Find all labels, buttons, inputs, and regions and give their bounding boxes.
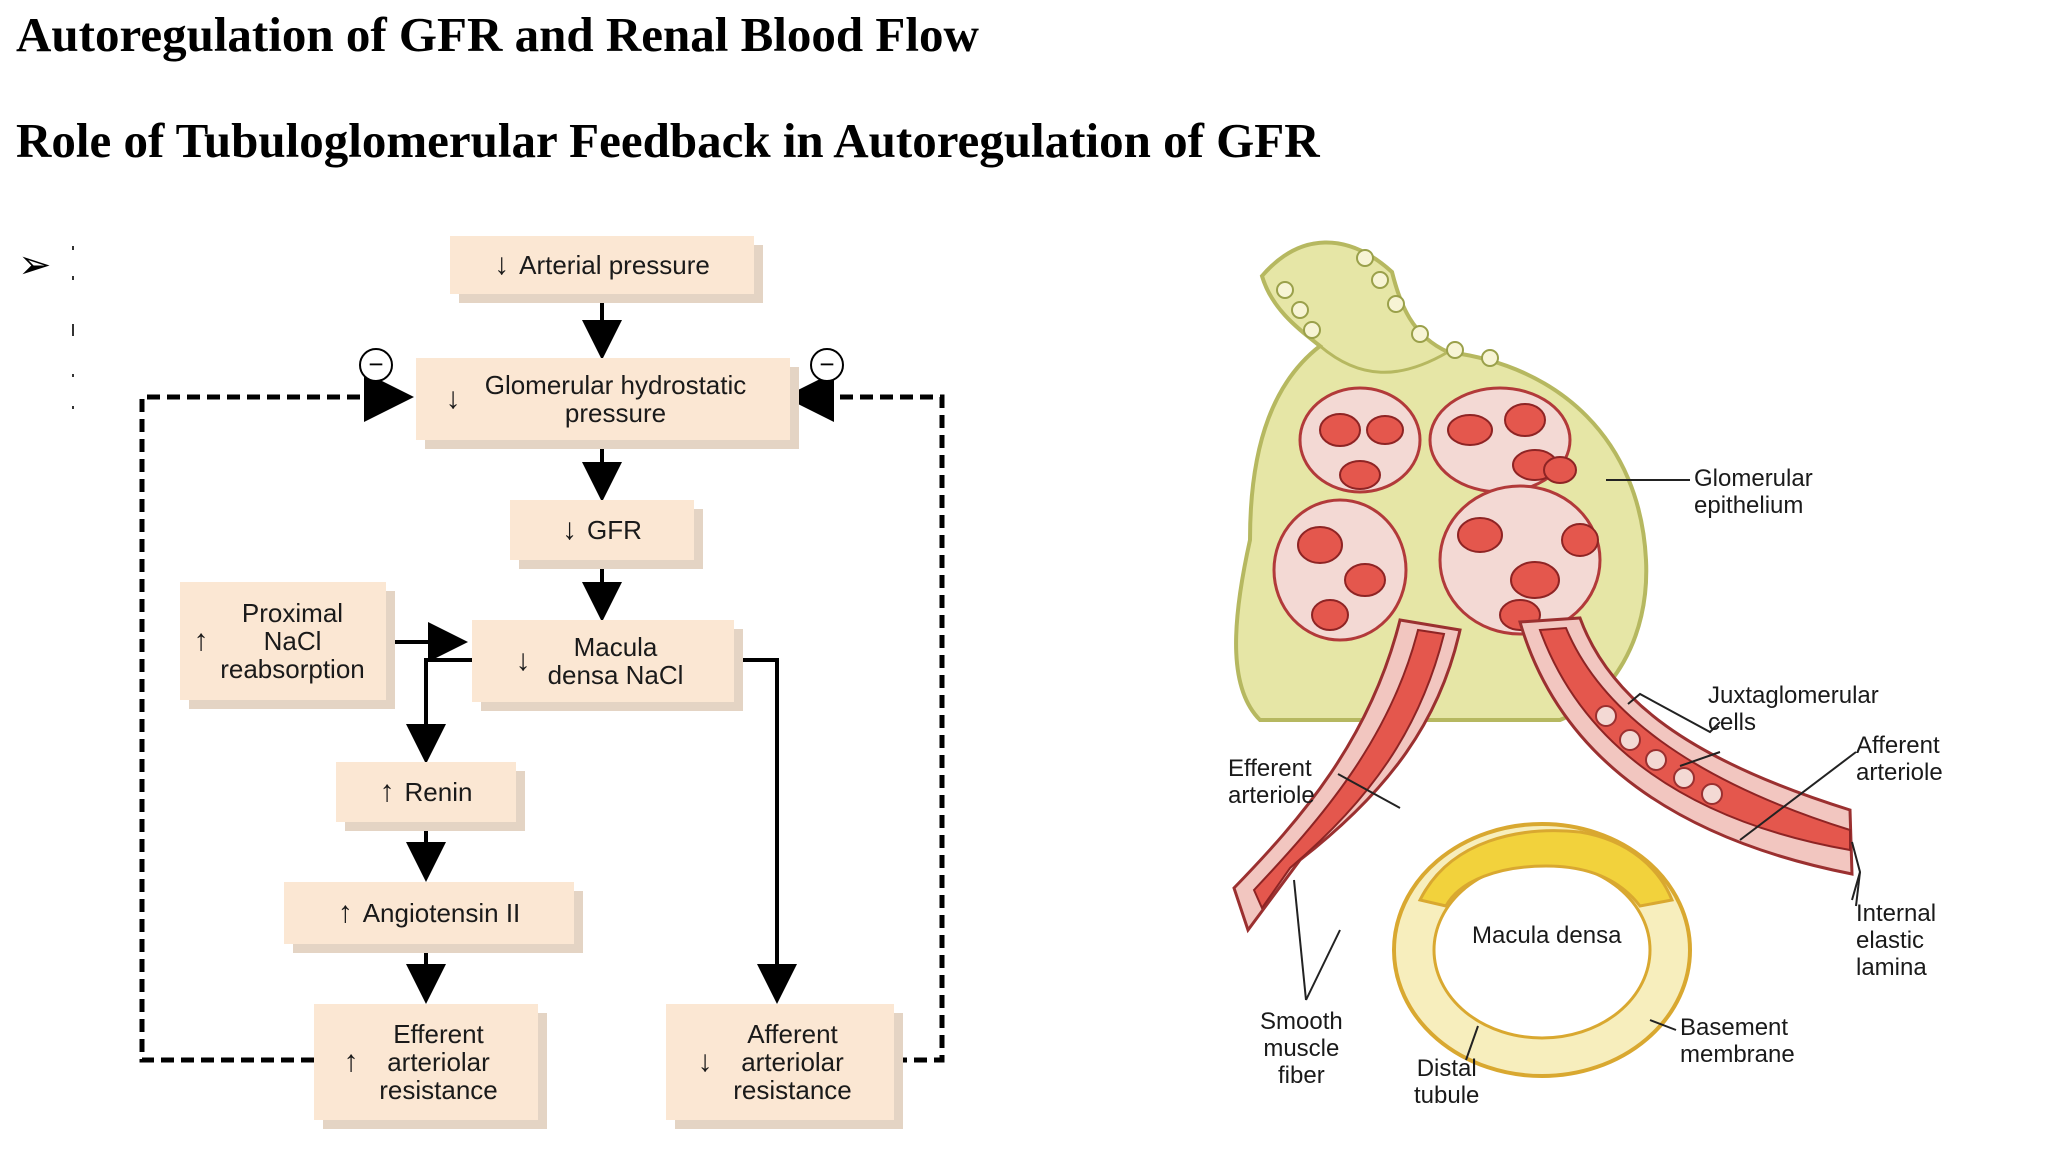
page-subtitle: Role of Tubuloglomerular Feedback in Aut… — [16, 113, 1320, 168]
box-label: Arterial pressure — [519, 250, 710, 280]
box-label: GFR — [587, 515, 642, 545]
decrease-arrow-icon: ↓ — [445, 382, 461, 415]
label-efferent-arteriole: Efferent arteriole — [1228, 755, 1315, 809]
box-angiotensin-ii: ↑ Angiotensin II — [284, 882, 574, 944]
box-efferent-arteriolar-resistance: ↑ Efferent arteriolar resistance — [314, 1004, 538, 1120]
box-afferent-arteriolar-resistance: ↓ Afferent arteriolar resistance — [666, 1004, 894, 1120]
label-glomerular-epithelium: Glomerular epithelium — [1694, 465, 1813, 519]
box-proximal-nacl-reabsorption: ↑ Proximal NaCl reabsorption — [180, 582, 386, 700]
increase-arrow-icon: ↑ — [193, 624, 209, 657]
box-label: Glomerular hydrostatic pressure — [484, 370, 747, 428]
label-juxtaglomerular-cells: Juxtaglomerular cells — [1708, 682, 1879, 736]
label-smooth-muscle-fiber: Smooth muscle fiber — [1260, 1008, 1343, 1089]
decrease-arrow-icon: ↓ — [697, 1045, 713, 1078]
box-label: Proximal NaCl reabsorption — [220, 598, 365, 684]
box-arterial-pressure: ↓ Arterial pressure — [450, 236, 754, 294]
label-afferent-arteriole: Afferent arteriole — [1856, 732, 1943, 786]
decrease-arrow-icon: ↓ — [494, 248, 510, 281]
increase-arrow-icon: ↑ — [379, 775, 395, 808]
box-gfr: ↓ GFR — [510, 500, 694, 560]
bullet-marker: ➢ — [18, 242, 52, 288]
box-macula-densa-nacl: ↓ Macula densa NaCl — [472, 620, 734, 702]
box-renin: ↑ Renin — [336, 762, 516, 822]
page-title: Autoregulation of GFR and Renal Blood Fl… — [16, 7, 979, 62]
box-label: Macula densa NaCl — [547, 632, 684, 690]
macula-densa-cells — [1417, 829, 1675, 908]
negative-feedback-sign: − — [359, 348, 393, 382]
box-glomerular-hydrostatic-pressure: ↓ Glomerular hydrostatic pressure — [416, 358, 790, 440]
negative-feedback-sign: − — [810, 348, 844, 382]
box-label: Renin — [404, 777, 473, 807]
bullet-text-fragment — [72, 246, 78, 416]
label-macula-densa: Macula densa — [1472, 922, 1622, 949]
arrow-macula-to-afferent — [734, 658, 797, 1004]
label-distal-tubule: Distal tubule — [1414, 1055, 1480, 1109]
increase-arrow-icon: ↑ — [343, 1045, 359, 1078]
label-internal-elastic-lamina: Internal elastic lamina — [1856, 900, 1937, 981]
decrease-arrow-icon: ↓ — [562, 513, 578, 546]
box-label: Efferent arteriolar resistance — [379, 1019, 498, 1105]
box-label: Angiotensin II — [362, 898, 521, 928]
decrease-arrow-icon: ↓ — [515, 644, 531, 677]
arrow-macula-to-renin — [406, 658, 472, 764]
increase-arrow-icon: ↑ — [337, 896, 353, 929]
feedback-efferent-loop — [139, 372, 414, 1063]
feedback-afferent-loop — [784, 372, 945, 1063]
label-basement-membrane: Basement membrane — [1680, 1014, 1795, 1068]
box-label: Afferent arteriolar resistance — [733, 1019, 852, 1105]
